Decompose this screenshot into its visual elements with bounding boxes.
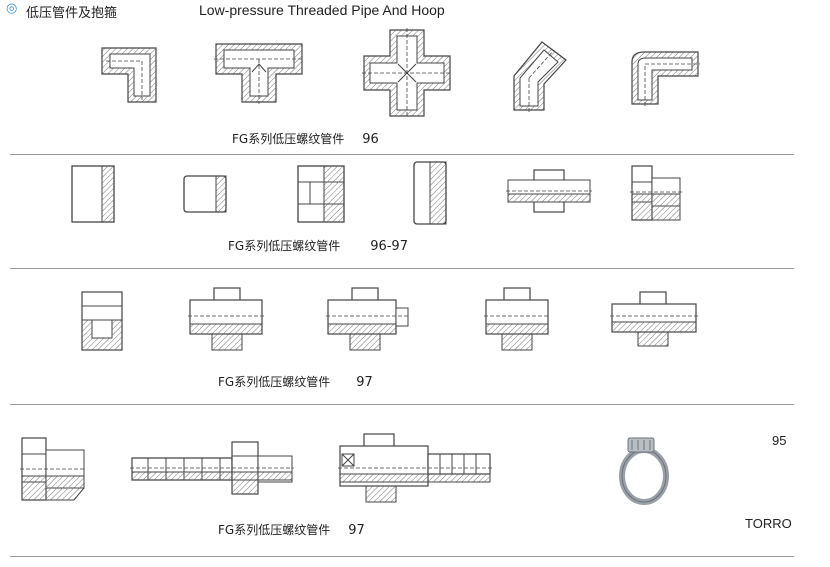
elbow-90-icon [96,40,164,106]
caption-text: FG系列低压螺纹管件 [232,132,345,146]
swivel-hose-fitting-icon [336,432,494,506]
hose-clamp-icon [614,434,680,508]
coupling-icon [70,164,116,224]
divider [10,154,794,155]
hex-cap-icon [78,290,126,352]
tee-icon [212,38,306,106]
divider [10,404,794,405]
hose-barb-nipple-icon [128,438,296,496]
row-caption: FG系列低压螺纹管件 96 [232,130,379,147]
page-number: 96 [362,132,379,147]
cap-icon [410,160,450,226]
hose-adapter-icon [18,436,88,504]
divider [10,268,794,269]
divider [10,556,794,557]
hex-plug-icon [628,164,684,222]
page-number: 96-97 [370,239,408,254]
hoop-page-number: 95 [772,433,787,448]
caption-text: FG系列低压螺纹管件 [218,375,331,389]
caption-text: FG系列低压螺纹管件 [218,523,331,537]
row-caption: FG系列低压螺纹管件 97 [218,521,365,538]
union-reducer-icon [608,290,700,348]
cross-icon [360,26,454,120]
union-male-icon [324,286,410,352]
hex-nipple-icon [504,166,594,216]
reducing-coupling-icon [294,164,348,224]
page-number: 97 [356,375,373,390]
brand-label: TORRO [745,516,792,531]
half-coupling-icon [182,174,228,214]
row-caption: FG系列低压螺纹管件 96-97 [228,237,408,254]
union-female-icon [482,286,552,352]
union-icon [186,286,266,352]
page-number: 97 [348,523,365,538]
section-title-en: Low-pressure Threaded Pipe And Hoop [199,2,445,18]
section-title-cn: 低压管件及抱箍 [26,6,118,21]
street-elbow-icon [628,46,702,108]
elbow-45-icon [508,36,572,114]
caption-text: FG系列低压螺纹管件 [228,239,341,253]
circle-dot-icon: ◎ [6,1,18,16]
row-caption: FG系列低压螺纹管件 97 [218,373,373,390]
